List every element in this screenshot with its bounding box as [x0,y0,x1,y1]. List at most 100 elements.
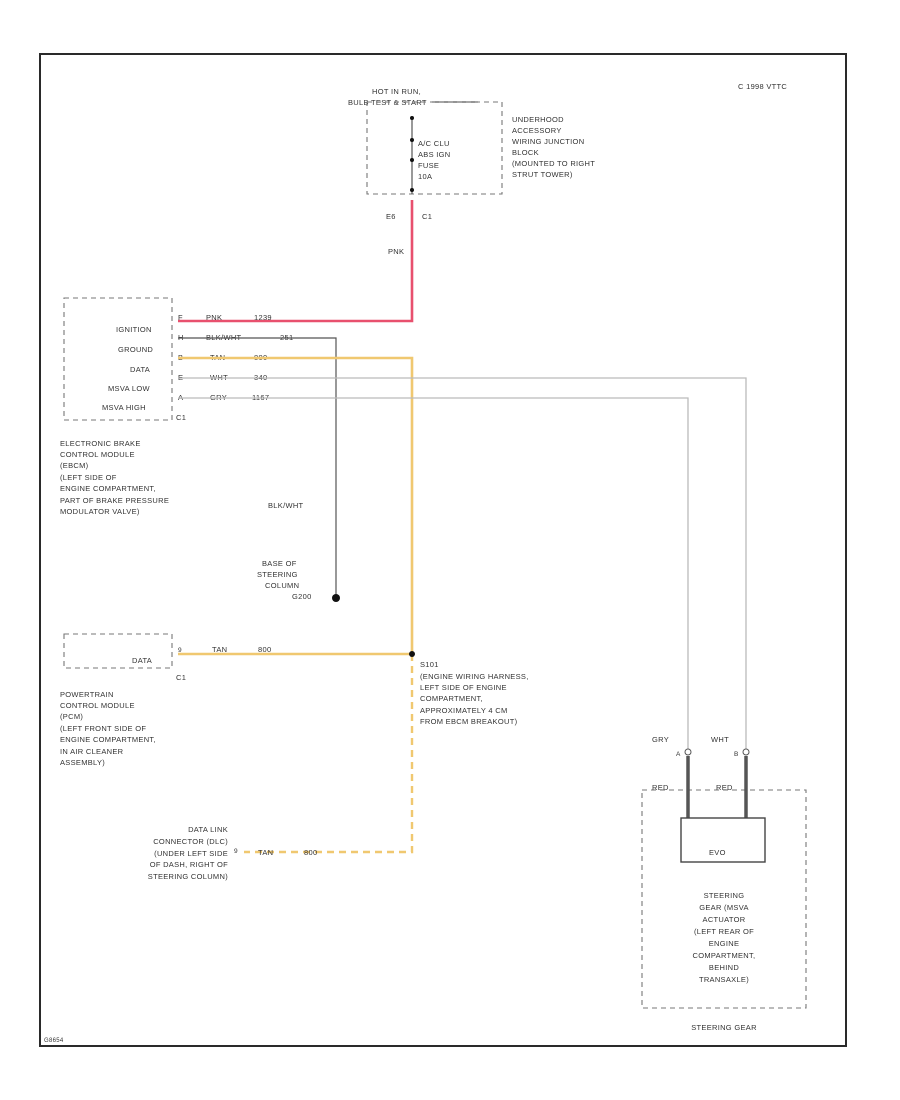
svg-text:ASSEMBLY): ASSEMBLY) [60,758,105,767]
svg-text:GROUND: GROUND [118,345,153,354]
fuse-label-3: FUSE [418,161,439,170]
svg-text:STEERING: STEERING [704,891,745,900]
svg-text:ELECTRONIC BRAKE: ELECTRONIC BRAKE [60,439,141,448]
ebcm-pin-labels: IGNITION GROUND DATA MSVA LOW MSVA HIGH [102,325,153,412]
figure-id: G8654 [44,1038,64,1044]
svg-text:S101: S101 [420,660,439,669]
svg-text:PART OF BRAKE PRESSURE: PART OF BRAKE PRESSURE [60,496,169,505]
ebcm-label: ELECTRONIC BRAKE CONTROL MODULE (EBCM) (… [60,439,169,516]
svg-text:(LEFT SIDE OF: (LEFT SIDE OF [60,473,117,482]
svg-text:COMPARTMENT,: COMPARTMENT, [420,694,483,703]
svg-text:PNK: PNK [206,313,222,322]
copyright-text: C 1998 VTTC [738,82,787,91]
fuse-terminal-top [410,116,414,120]
pcm-pin-label: DATA [132,656,152,665]
fuse-label-4: 10A [418,172,432,181]
svg-text:BEHIND: BEHIND [709,963,739,972]
svg-text:IN AIR CLEANER: IN AIR CLEANER [60,747,124,756]
gry-wire [178,397,689,752]
svg-text:F: F [178,313,183,322]
svg-text:MSVA LOW: MSVA LOW [108,384,150,393]
steering-gear-caption: STEERING GEAR [691,1023,757,1032]
svg-text:BASE OF: BASE OF [262,559,297,568]
svg-text:DATA: DATA [130,365,150,374]
fuse-terminal-mid [410,138,414,142]
svg-text:ACCESSORY: ACCESSORY [512,126,562,135]
wht-wire [178,377,747,752]
svg-text:(MOUNTED TO RIGHT: (MOUNTED TO RIGHT [512,159,595,168]
fuse-terminal-low [410,158,414,162]
splice-s101-dot [409,651,415,657]
dlc-pin-id: 9 [234,848,238,855]
svg-text:FROM EBCM BREAKOUT): FROM EBCM BREAKOUT) [420,717,518,726]
svg-text:OF DASH, RIGHT OF: OF DASH, RIGHT OF [150,860,228,869]
svg-text:MSVA HIGH: MSVA HIGH [102,403,146,412]
svg-text:MODULATOR VALVE): MODULATOR VALVE) [60,507,140,516]
svg-text:GEAR (MSVA: GEAR (MSVA [699,903,749,912]
ebcm-connector-c1: C1 [176,413,186,422]
pin-a-label: A [676,751,681,758]
connector-e6: E6 [386,212,396,221]
underhood-label: UNDERHOOD ACCESSORY WIRING JUNCTION BLOC… [512,115,595,179]
svg-text:CONTROL MODULE: CONTROL MODULE [60,450,135,459]
ebcm-outline [63,297,173,421]
ground-g200-dot [332,594,340,602]
steering-gear-outline [641,789,807,1009]
pcm-wire-circuit: 800 [258,645,271,654]
fuse-label-2: ABS IGN [418,150,451,159]
svg-text:1239: 1239 [254,313,272,322]
svg-text:IGNITION: IGNITION [116,325,152,334]
pcm-connector-c1: C1 [176,673,186,682]
svg-text:ENGINE COMPARTMENT,: ENGINE COMPARTMENT, [60,484,156,493]
svg-text:COMPARTMENT,: COMPARTMENT, [693,951,756,960]
red-label-right: RED [716,783,733,792]
pcm-pin-id: 9 [178,647,182,654]
svg-text:(LEFT REAR OF: (LEFT REAR OF [694,927,754,936]
svg-text:POWERTRAIN: POWERTRAIN [60,690,114,699]
pin-b-terminal [742,748,750,756]
dlc-wire-color: TAN [258,848,273,857]
dlc-label: DATA LINK CONNECTOR (DLC) (UNDER LEFT SI… [148,825,228,881]
red-label-left: RED [652,783,669,792]
svg-text:TRANSAXLE): TRANSAXLE) [699,975,749,984]
pcm-outline [63,633,173,669]
pnk-wire-label: PNK [388,247,404,256]
pin-b-label: B [734,751,739,758]
pnk-wire [178,200,414,323]
svg-text:WIRING JUNCTION: WIRING JUNCTION [512,137,584,146]
tan-dlc-wire [244,654,414,854]
svg-text:APPROXIMATELY 4 CM: APPROXIMATELY 4 CM [420,706,508,715]
svg-text:STEERING COLUMN): STEERING COLUMN) [148,872,228,881]
svg-text:ENGINE COMPARTMENT,: ENGINE COMPARTMENT, [60,735,156,744]
svg-text:G200: G200 [292,592,312,601]
svg-text:(PCM): (PCM) [60,712,83,721]
pcm-wire-color: TAN [212,645,227,654]
diagram-frame [39,53,847,1047]
ground-label: BASE OF STEERING COLUMN G200 [257,559,312,601]
svg-text:ACTUATOR: ACTUATOR [703,915,746,924]
wht-wire-label: WHT [711,735,729,744]
blkwht-wire [178,337,337,598]
tan-data-wire [178,356,414,656]
svg-text:STRUT TOWER): STRUT TOWER) [512,170,573,179]
svg-text:(EBCM): (EBCM) [60,461,89,470]
svg-text:(LEFT FRONT SIDE OF: (LEFT FRONT SIDE OF [60,724,146,733]
svg-text:DATA LINK: DATA LINK [188,825,228,834]
svg-text:(UNDER LEFT SIDE: (UNDER LEFT SIDE [154,849,228,858]
valve-label: EVO [709,848,726,857]
pcm-label: POWERTRAIN CONTROL MODULE (PCM) (LEFT FR… [60,690,156,767]
splice-label: S101 (ENGINE WIRING HARNESS, LEFT SIDE O… [420,660,528,726]
dlc-wire-circuit: 800 [304,848,317,857]
valve-body [680,817,766,863]
fuse-label-1: A/C CLU [418,139,450,148]
underhood-block-outline [366,101,503,195]
svg-text:ENGINE: ENGINE [709,939,740,948]
connector-c1-top: C1 [422,212,432,221]
hot-in-run-line1: HOT IN RUN, [372,87,421,96]
steering-gear-label: STEERING GEAR (MSVA ACTUATOR (LEFT REAR … [693,891,756,984]
svg-text:CONTROL MODULE: CONTROL MODULE [60,701,135,710]
svg-text:CONNECTOR (DLC): CONNECTOR (DLC) [153,837,228,846]
svg-text:LEFT SIDE OF ENGINE: LEFT SIDE OF ENGINE [420,683,507,692]
svg-text:COLUMN: COLUMN [265,581,299,590]
